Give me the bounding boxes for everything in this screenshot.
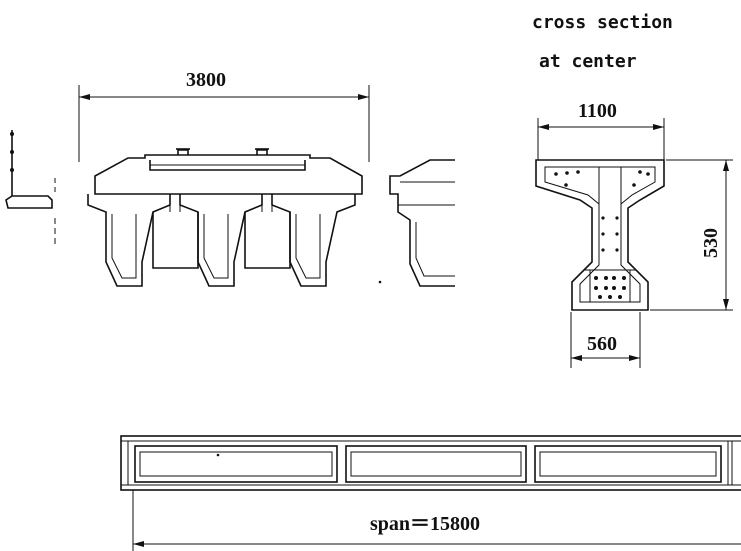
top-flange-width-label: 1100 [578, 100, 617, 122]
girder-elevation: span＝15800 [120, 435, 741, 551]
girder-cross-section: 1100 [535, 100, 733, 368]
transverse-section [87, 148, 382, 287]
cross-section-title-line1: cross section [532, 12, 673, 33]
deck-width-label: 3800 [186, 69, 226, 91]
adjacent-girder-partial [389, 159, 455, 287]
guard-rail-fragment [5, 130, 56, 248]
deck-width-dimension: 3800 [78, 69, 370, 162]
girder-height-label: 530 [700, 228, 722, 258]
bottom-flange-width-label: 560 [587, 333, 617, 355]
cross-section-title-line2: at center [539, 51, 637, 72]
span-label: span＝15800 [370, 513, 480, 535]
